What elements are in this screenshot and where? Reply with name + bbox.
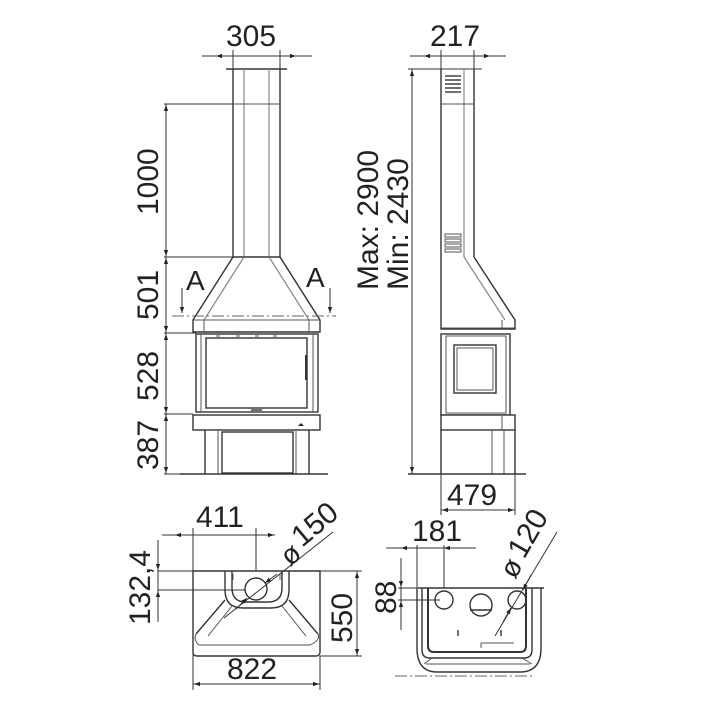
label-depth: 479 [447, 479, 497, 512]
front-hood [172, 256, 336, 333]
side-firebox [440, 333, 511, 416]
vent-slots-bottom [444, 233, 462, 253]
dim-hole-offset-depth [398, 558, 440, 630]
label-half-width: 411 [196, 501, 244, 534]
label-base-height: 387 [132, 420, 165, 470]
dim-flue-width [202, 50, 312, 69]
vent-slots-top [445, 75, 461, 93]
front-firebox [195, 333, 319, 413]
dim-front-heights [163, 103, 233, 475]
dim-outlet-offset [155, 540, 245, 622]
top-front-body [192, 570, 321, 657]
front-view: A A [163, 50, 336, 475]
dim-hole-diameter [494, 531, 558, 637]
side-view: 217 [352, 20, 526, 515]
side-base [408, 414, 526, 475]
label-hood-height: 501 [132, 270, 165, 320]
dim-flue-depth [410, 50, 506, 69]
section-mark-left: A [186, 265, 205, 296]
dim-outlet-diameter [223, 531, 334, 619]
side-hood [440, 256, 516, 330]
label-hole-diameter: 120 [501, 504, 555, 564]
top-view-front: 411 ø 150 [124, 496, 362, 690]
label-total-depth: 550 [326, 593, 359, 643]
front-flue [226, 68, 287, 257]
top-view-side: 181 ø 120 [370, 504, 558, 677]
label-outlet-offset: 132,4 [124, 550, 157, 625]
top-side-body [395, 587, 544, 677]
dim-total-width [193, 656, 321, 690]
dim-depth [440, 474, 516, 515]
label-hole-offset-depth: 88 [370, 581, 403, 614]
dim-total-depth [320, 570, 362, 657]
front-base [180, 414, 328, 475]
label-flue-height: 1000 [132, 148, 165, 215]
label-outlet-diameter: 150 [285, 496, 345, 553]
label-height-max: Max: 2900 [352, 150, 385, 290]
label-hole-offset: 181 [412, 515, 462, 548]
side-flue [408, 68, 482, 257]
label-total-width: 822 [227, 653, 277, 686]
label-height-min: Min: 2430 [382, 158, 415, 290]
label-flue-depth: 217 [430, 20, 480, 53]
label-flue-width: 305 [226, 20, 276, 53]
section-mark-right: A [306, 262, 325, 293]
label-firebox-height: 528 [132, 351, 165, 401]
